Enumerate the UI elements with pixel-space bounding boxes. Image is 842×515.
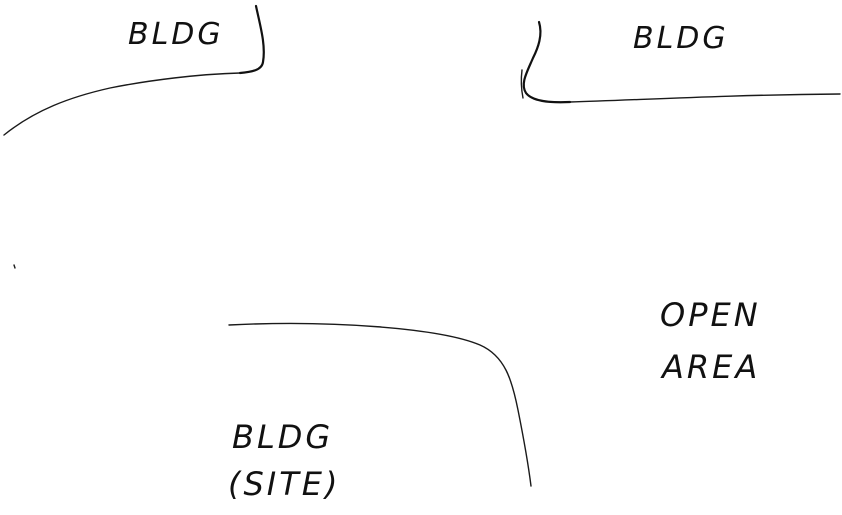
open-area-label-line2: AREA bbox=[660, 348, 760, 386]
bottom-building-outline bbox=[228, 322, 532, 487]
top-left-building-label: BLDG bbox=[128, 17, 224, 52]
stray-pen-mark bbox=[13, 264, 16, 269]
bottom-building-label: BLDG bbox=[232, 418, 333, 456]
top-left-building-outline bbox=[3, 4, 265, 136]
open-area-label-line1: OPEN bbox=[660, 296, 761, 334]
bottom-building-sublabel: (SITE) bbox=[228, 465, 340, 503]
top-right-building-outline bbox=[520, 20, 841, 104]
top-right-building-label: BLDG bbox=[633, 21, 729, 56]
